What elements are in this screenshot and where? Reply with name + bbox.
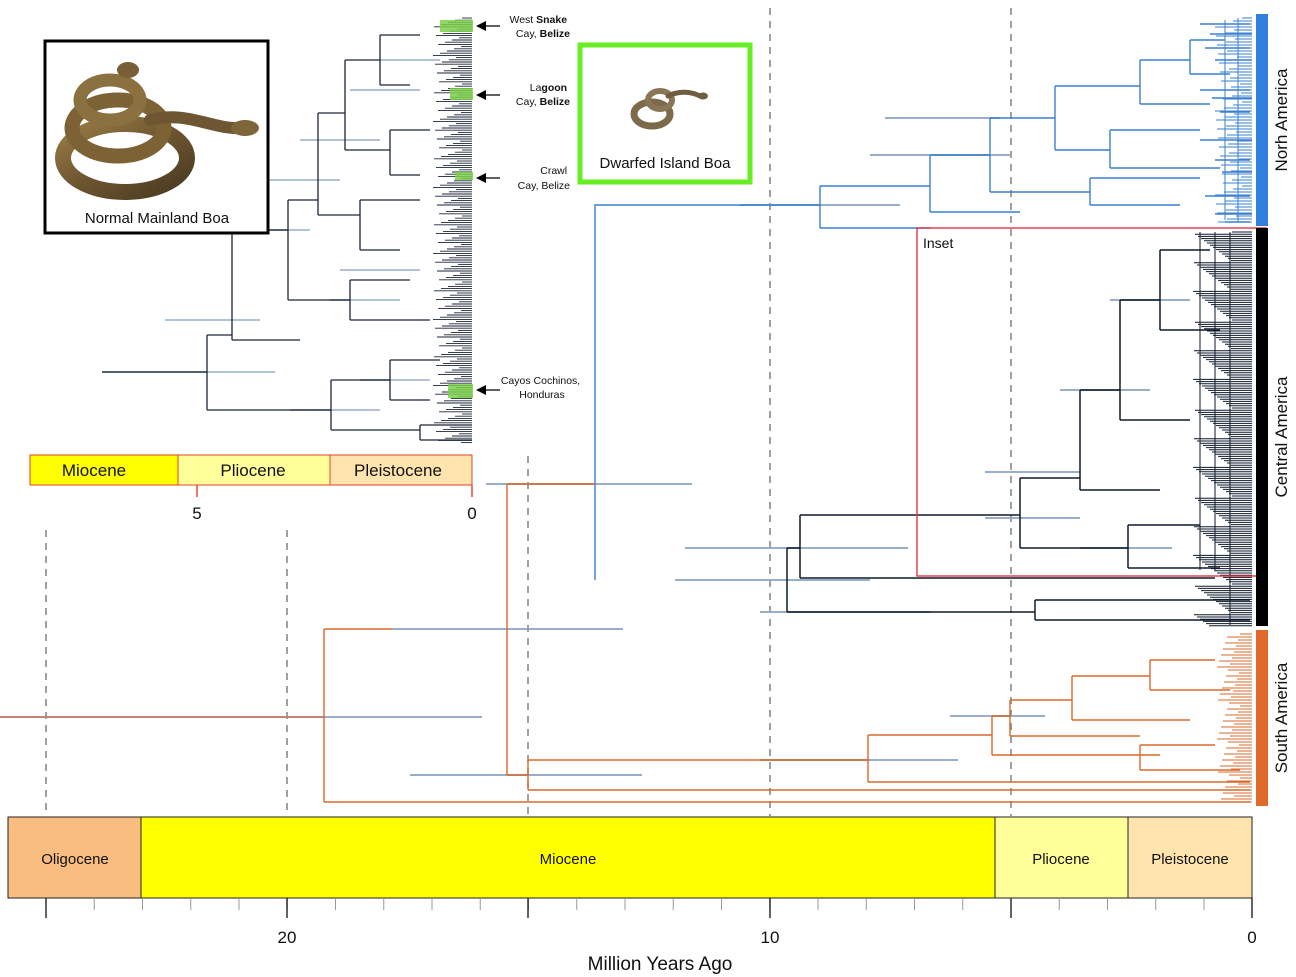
annotation-crawl-cay: Crawl Cay, Belize: [476, 165, 570, 192]
island-boa-image: [630, 88, 708, 130]
inset-epoch-pliocene: [177, 454, 331, 486]
island-boa-photo: Dwarfed Island Boa: [577, 42, 753, 185]
epoch-label-pliocene: Pliocene: [1032, 851, 1090, 868]
central-america-tips: [1193, 231, 1252, 627]
annotation-west-snake-cay: West Snake Cay, Belize: [476, 14, 570, 40]
inset-epoch-label-pleistocene: Pleistocene: [354, 461, 442, 480]
south-america-tips: [1217, 633, 1252, 803]
inset-box: [916, 227, 1267, 577]
epoch-pliocene: [994, 816, 1129, 899]
north-america-bar: [1256, 14, 1268, 226]
north-america-tips: [1215, 17, 1252, 223]
epoch-pleistocene: [1127, 816, 1253, 899]
epoch-label-pleistocene: Pleistocene: [1151, 851, 1229, 868]
south-america-clade: [0, 483, 1250, 803]
inset-tick-0: 0: [467, 504, 476, 523]
axis-tick-10: 10: [761, 928, 780, 947]
annotation-text: Cayos Cochinos, Honduras: [501, 375, 583, 401]
mainland-boa-image: [55, 62, 259, 200]
annotation-cayos-cochinos: Cayos Cochinos, Honduras: [476, 375, 583, 401]
region-label-north-america: Norh America: [1272, 68, 1291, 172]
inset-epoch-miocene: [29, 454, 179, 486]
inset-epoch-bar: Miocene Pliocene Pleistocene 5 0: [29, 454, 477, 523]
north-america-clade: [594, 18, 1252, 580]
inset-box-label: Inset: [923, 235, 953, 251]
region-label-south-america: South America: [1272, 662, 1291, 773]
inset-epoch-label-pliocene: Pliocene: [220, 461, 285, 480]
inset-epoch-label-miocene: Miocene: [62, 461, 126, 480]
x-axis-label: Million Years Ago: [588, 954, 733, 975]
epoch-label-miocene: Miocene: [540, 851, 597, 868]
central-america-clade: [786, 232, 1250, 625]
epoch-label-oligocene: Oligocene: [41, 851, 109, 868]
annotation-text: West Snake Cay, Belize: [509, 14, 570, 40]
region-label-central-america: Central America: [1272, 376, 1291, 497]
geologic-timeline: Oligocene Miocene Pliocene Pleistocene: [7, 816, 1253, 899]
inset-epoch-pleistocene: [329, 454, 473, 486]
annotation-lagoon-cay: Lagoon Cay, Belize: [476, 82, 570, 108]
inset-tick-5: 5: [192, 504, 201, 523]
time-axis: 20 10 0 Million Years Ago: [8, 897, 1257, 975]
south-america-bar: [1256, 630, 1268, 806]
region-bars: Norh America Central America South Ameri…: [1256, 14, 1291, 806]
inset-tree: [102, 17, 473, 444]
annotation-text: Lagoon Cay, Belize: [516, 82, 570, 108]
island-boa-caption: Dwarfed Island Boa: [600, 155, 732, 172]
epoch-guide-lines: [45, 8, 1012, 816]
central-america-bar: [1256, 228, 1268, 626]
axis-tick-0: 0: [1247, 928, 1256, 947]
annotation-text: Crawl Cay, Belize: [518, 165, 570, 192]
epoch-oligocene: [7, 816, 142, 899]
mainland-boa-photo: Normal Mainland Boa: [43, 39, 270, 235]
mainland-boa-caption: Normal Mainland Boa: [85, 210, 230, 227]
axis-tick-20: 20: [278, 928, 297, 947]
inset-annotations: West Snake Cay, Belize Lagoon Cay, Beliz…: [476, 14, 583, 401]
